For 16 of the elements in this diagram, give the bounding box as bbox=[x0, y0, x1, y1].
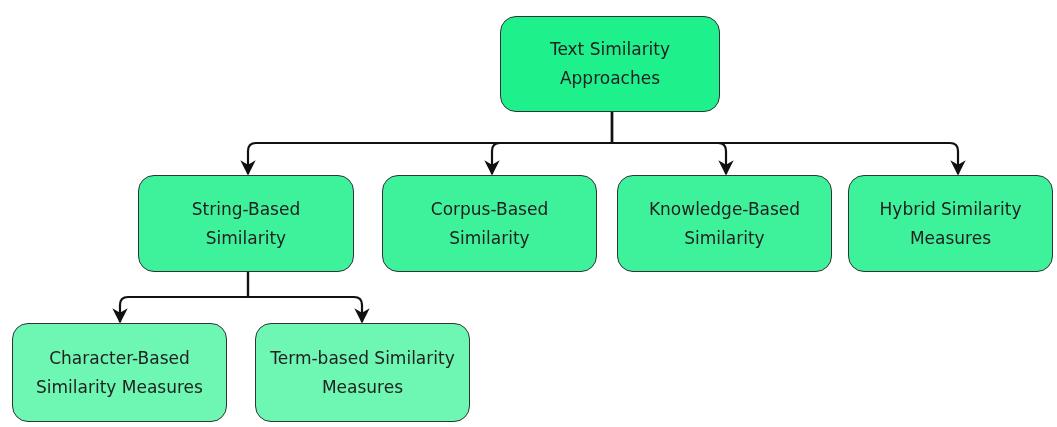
process-box bbox=[617, 175, 832, 272]
box-label: Knowledge-Based Similarity bbox=[647, 197, 802, 250]
box-label: Corpus-Based Similarity bbox=[429, 197, 550, 250]
box-label: Character-Based Similarity Measures bbox=[35, 346, 204, 399]
process-box bbox=[255, 323, 470, 422]
arrow bbox=[246, 272, 370, 324]
process-box bbox=[382, 175, 597, 272]
box-label: Hybrid Similarity Measures bbox=[878, 197, 1023, 250]
process-box bbox=[848, 175, 1053, 272]
box-label: Term-based Similarity Measures bbox=[269, 346, 456, 399]
box-label: String-Based Similarity bbox=[190, 197, 302, 250]
process-box bbox=[500, 16, 720, 112]
box-label: Text Similarity Approaches bbox=[548, 38, 672, 90]
process-box bbox=[138, 175, 354, 272]
arrow bbox=[610, 112, 966, 176]
process-box bbox=[12, 323, 227, 422]
